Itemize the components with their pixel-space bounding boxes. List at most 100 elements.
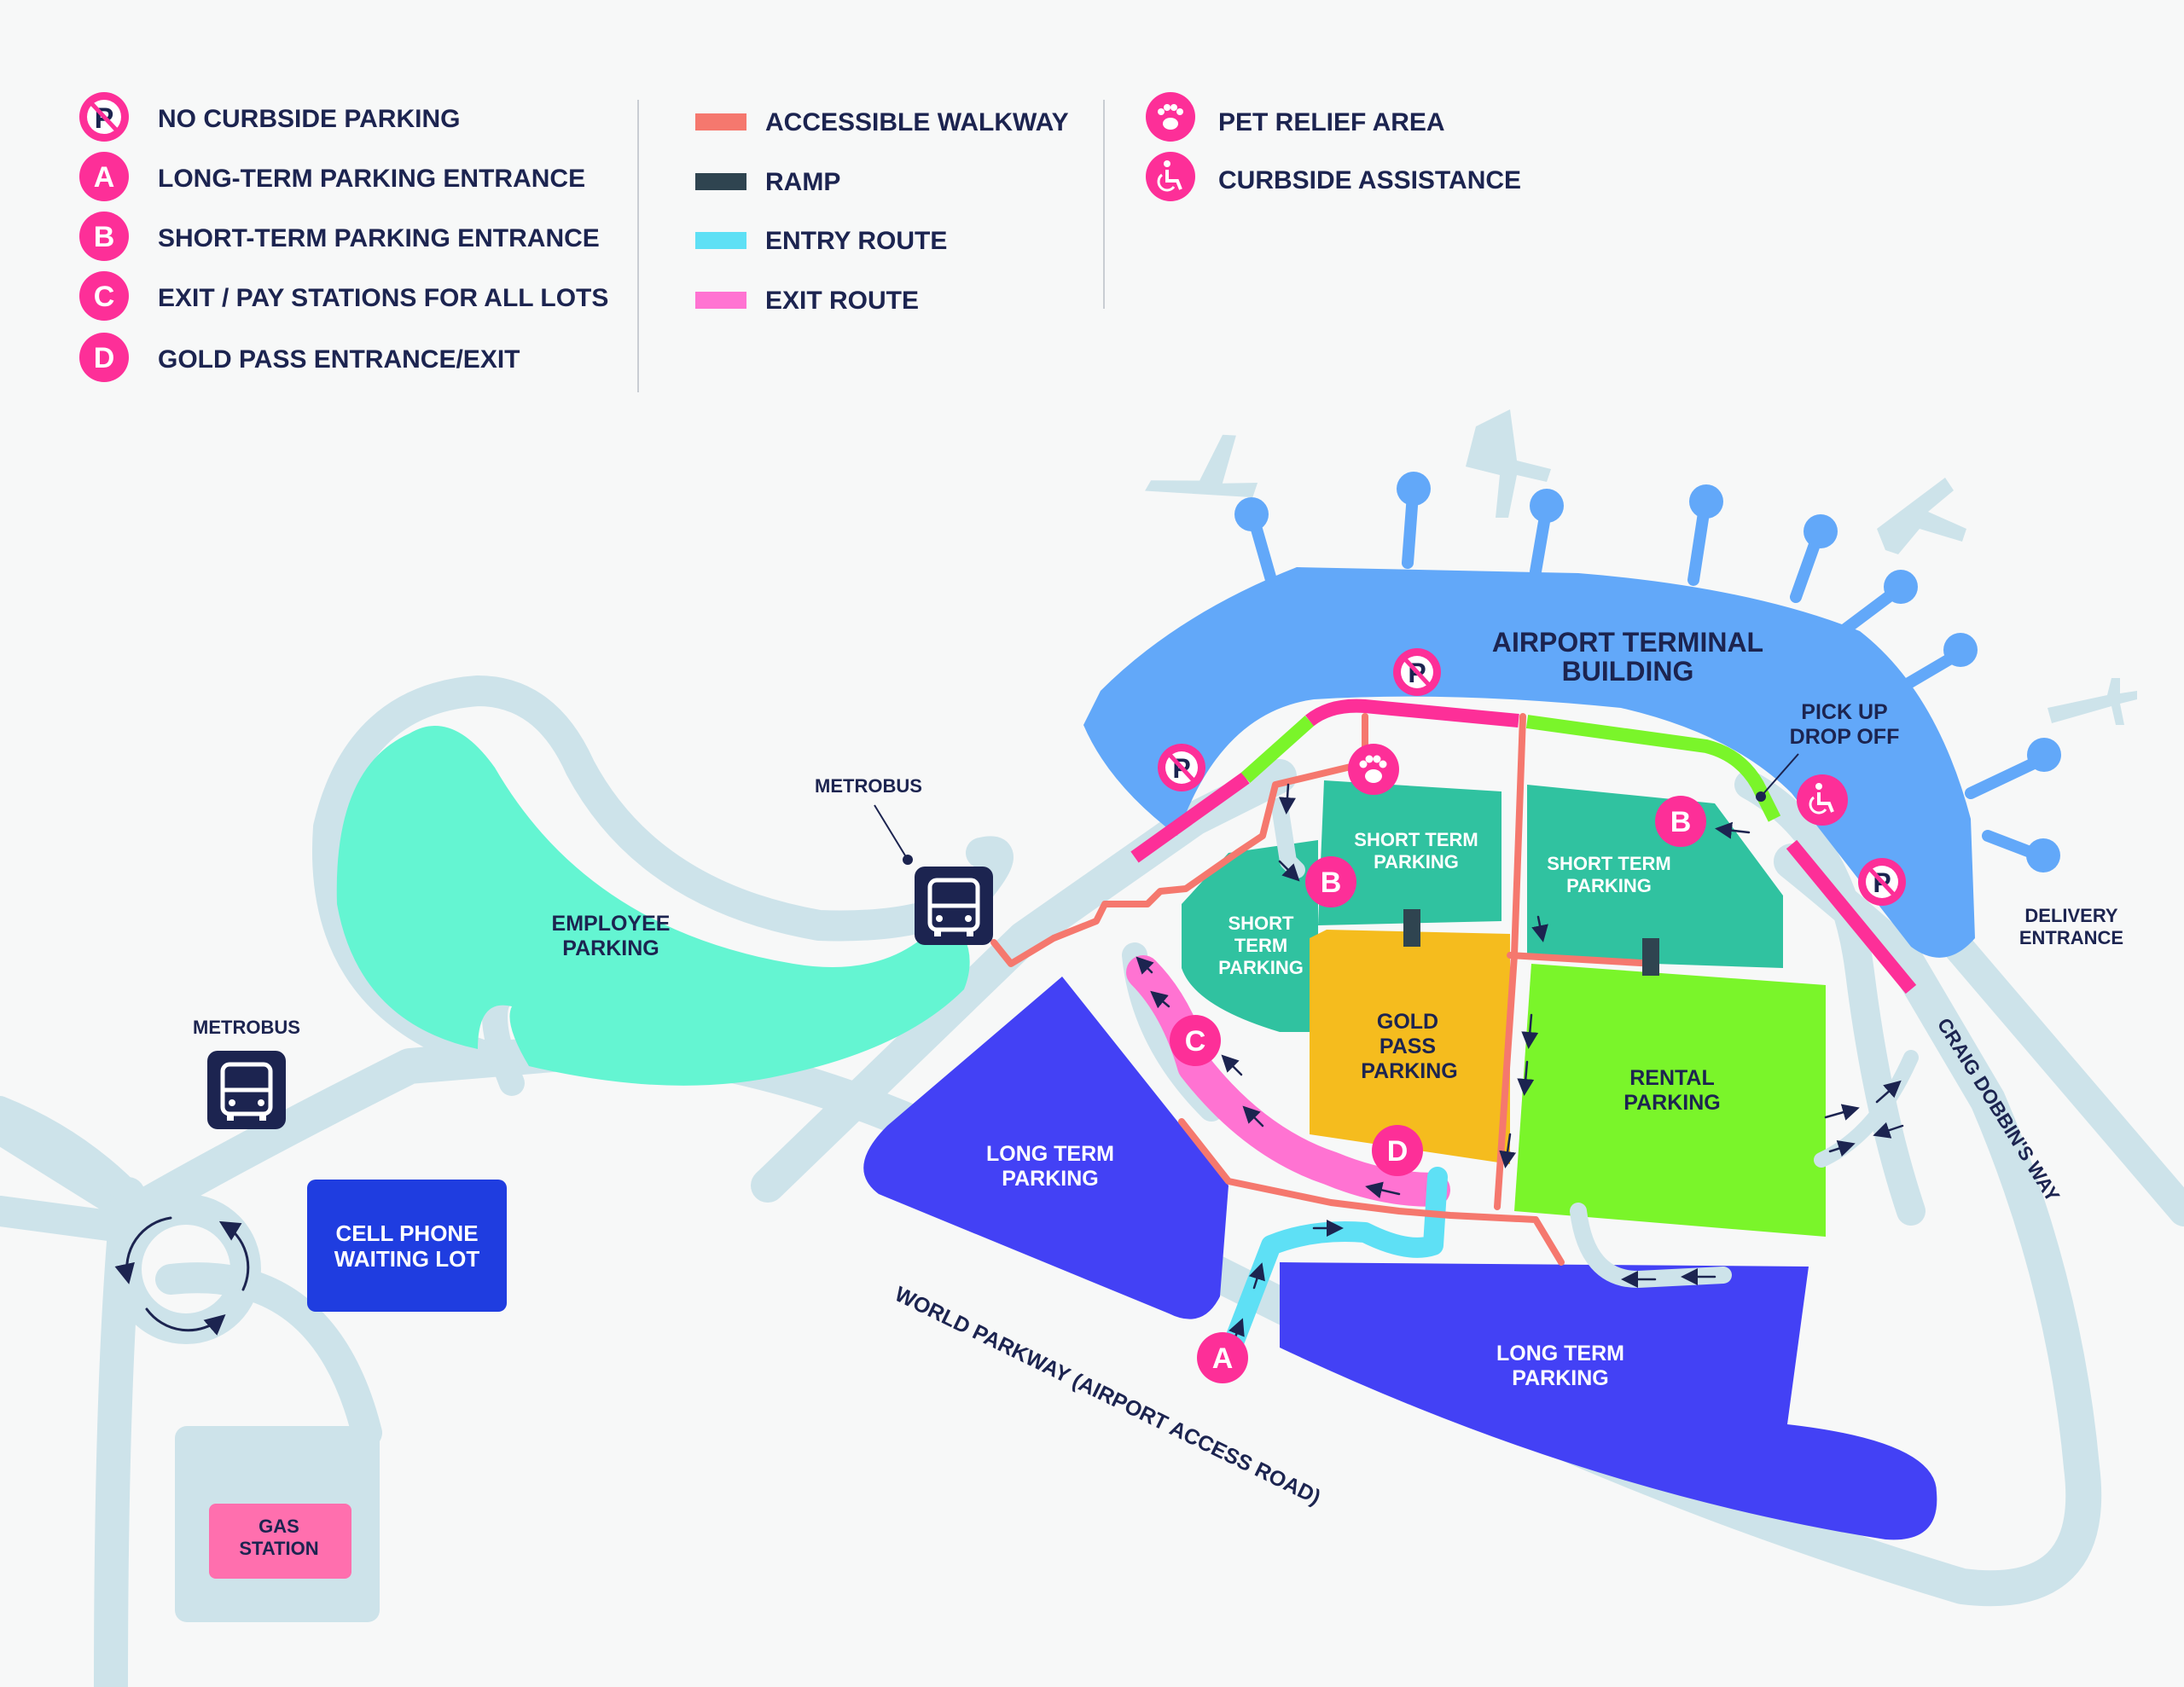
badge-c: C — [1170, 1015, 1221, 1066]
legend: P NO CURBSIDE PARKING A LONG-TERM PARKIN… — [79, 92, 1521, 392]
long-term-left-label-2: PARKING — [1002, 1167, 1098, 1191]
legend-label-c: EXIT / PAY STATIONS FOR ALL LOTS — [158, 284, 608, 312]
short-term-center-label-1: SHORT TERM — [1354, 829, 1478, 850]
entry-route — [1218, 1167, 1448, 1366]
legend-badge-d: D — [94, 342, 115, 374]
gas-label-2: STATION — [239, 1538, 318, 1559]
legend-ramp: RAMP — [695, 168, 840, 196]
cell-lot-label-1: CELL PHONE — [335, 1220, 478, 1246]
delivery-label-1: DELIVERY — [2024, 905, 2118, 926]
parking-areas — [209, 726, 1937, 1579]
employee-label-1: EMPLOYEE — [552, 912, 671, 936]
bus-icon — [915, 867, 993, 945]
map-markers: P P P B — [207, 648, 1906, 1383]
rental-label-1: RENTAL — [1629, 1066, 1715, 1090]
long-term-left-label-1: LONG TERM — [986, 1142, 1114, 1166]
legend-label-no-parking: NO CURBSIDE PARKING — [158, 105, 460, 133]
long-term-right-label-2: PARKING — [1512, 1366, 1608, 1390]
legend-exit-route: EXIT ROUTE — [695, 287, 919, 315]
short-term-parking-center — [1318, 780, 1502, 925]
world-parkway-label: WORLD PARKWAY (AIRPORT ACCESS ROAD) — [891, 1282, 1324, 1510]
delivery-label-2: ENTRANCE — [2019, 927, 2123, 948]
walkway-swatch — [695, 113, 746, 130]
legend-label-exit: EXIT ROUTE — [765, 287, 919, 315]
long-term-right-label-1: LONG TERM — [1496, 1342, 1624, 1365]
badge-b: B — [1305, 856, 1356, 907]
employee-parking — [336, 726, 970, 1086]
roundabout-arrows — [114, 1216, 250, 1336]
legend-label-d: GOLD PASS ENTRANCE/EXIT — [158, 345, 520, 374]
no-parking-icon: P — [1158, 744, 1205, 791]
airplane-icons — [1145, 409, 2137, 725]
routes — [114, 713, 1919, 1366]
legend-label-curbside: CURBSIDE ASSISTANCE — [1218, 166, 1521, 194]
gold-label-1: GOLD — [1377, 1010, 1438, 1034]
gas-station — [209, 1504, 351, 1579]
gold-label-2: PASS — [1380, 1035, 1436, 1058]
legend-no-parking: P NO CURBSIDE PARKING — [79, 92, 460, 142]
ramp-1 — [1403, 909, 1420, 947]
badge-b: B — [1655, 796, 1706, 847]
ramp-2 — [1642, 938, 1659, 976]
svg-text:B: B — [1670, 806, 1692, 838]
wheelchair-icon — [1146, 152, 1195, 201]
short-term-right-label-2: PARKING — [1566, 875, 1652, 896]
metrobus-label: METROBUS — [193, 1017, 300, 1038]
terminal-label-2: BUILDING — [1562, 656, 1694, 687]
badge-a: A — [1197, 1332, 1248, 1383]
short-term-parking-left — [1182, 840, 1318, 1032]
legend-entry-route: ENTRY ROUTE — [695, 227, 947, 255]
legend-a: A LONG-TERM PARKING ENTRANCE — [79, 152, 585, 201]
cell-phone-waiting-lot — [307, 1180, 507, 1312]
no-parking-icon: P — [1858, 858, 1906, 906]
gold-pass-parking — [1310, 930, 1510, 1164]
no-parking-icon: P — [79, 92, 129, 142]
legend-b: B SHORT-TERM PARKING ENTRANCE — [79, 212, 600, 261]
long-term-parking-right — [1280, 1262, 1937, 1540]
accessible-walkway — [990, 713, 1658, 1266]
pickup-label-2: DROP OFF — [1790, 725, 1900, 749]
direction-arrows — [1136, 783, 1904, 1345]
svg-text:A: A — [1212, 1342, 1234, 1375]
legend-label-pet: PET RELIEF AREA — [1218, 108, 1445, 136]
legend-accessible-walkway: ACCESSIBLE WALKWAY — [695, 108, 1069, 136]
terminal-building — [1083, 409, 2137, 994]
legend-c: C EXIT / PAY STATIONS FOR ALL LOTS — [79, 271, 608, 321]
legend-label-ramp: RAMP — [765, 168, 840, 196]
legend-label-walkway: ACCESSIBLE WALKWAY — [765, 108, 1069, 136]
svg-text:B: B — [1321, 867, 1342, 899]
cell-lot-label-2: WAITING LOT — [334, 1246, 480, 1272]
legend-badge-c: C — [94, 281, 115, 313]
pickup-label-1: PICK UP — [1801, 700, 1887, 724]
wheelchair-icon — [1797, 774, 1848, 826]
long-term-parking-left — [863, 977, 1228, 1319]
short-term-center-label-2: PARKING — [1374, 851, 1459, 872]
bus-icon — [207, 1051, 286, 1129]
metrobus-label: METROBUS — [815, 775, 922, 797]
exit-route-swatch — [695, 292, 746, 309]
entry-route-swatch — [695, 232, 746, 249]
gas-label-1: GAS — [258, 1516, 299, 1537]
employee-label-2: PARKING — [562, 936, 659, 960]
svg-text:D: D — [1387, 1135, 1409, 1168]
paw-icon — [1146, 92, 1195, 142]
legend-badge-a: A — [94, 161, 115, 194]
terminal-label-1: AIRPORT TERMINAL — [1492, 627, 1763, 658]
legend-badge-b: B — [94, 221, 115, 253]
short-term-right-label-1: SHORT TERM — [1547, 853, 1670, 874]
legend-curbside-assistance: CURBSIDE ASSISTANCE — [1146, 152, 1521, 201]
legend-label-b: SHORT-TERM PARKING ENTRANCE — [158, 224, 600, 252]
short-term-left-label-2: TERM — [1234, 935, 1287, 956]
badge-d: D — [1372, 1125, 1423, 1176]
ramp-swatch — [695, 173, 746, 190]
paw-icon — [1348, 744, 1399, 795]
legend-d: D GOLD PASS ENTRANCE/EXIT — [79, 333, 520, 382]
no-parking-icon: P — [1393, 648, 1441, 696]
rental-parking — [1514, 964, 1826, 1237]
legend-label-a: LONG-TERM PARKING ENTRANCE — [158, 165, 585, 193]
gold-label-3: PARKING — [1361, 1059, 1457, 1083]
rental-label-2: PARKING — [1623, 1091, 1720, 1115]
short-term-left-label-1: SHORT — [1228, 913, 1295, 934]
short-term-left-label-3: PARKING — [1218, 957, 1304, 978]
